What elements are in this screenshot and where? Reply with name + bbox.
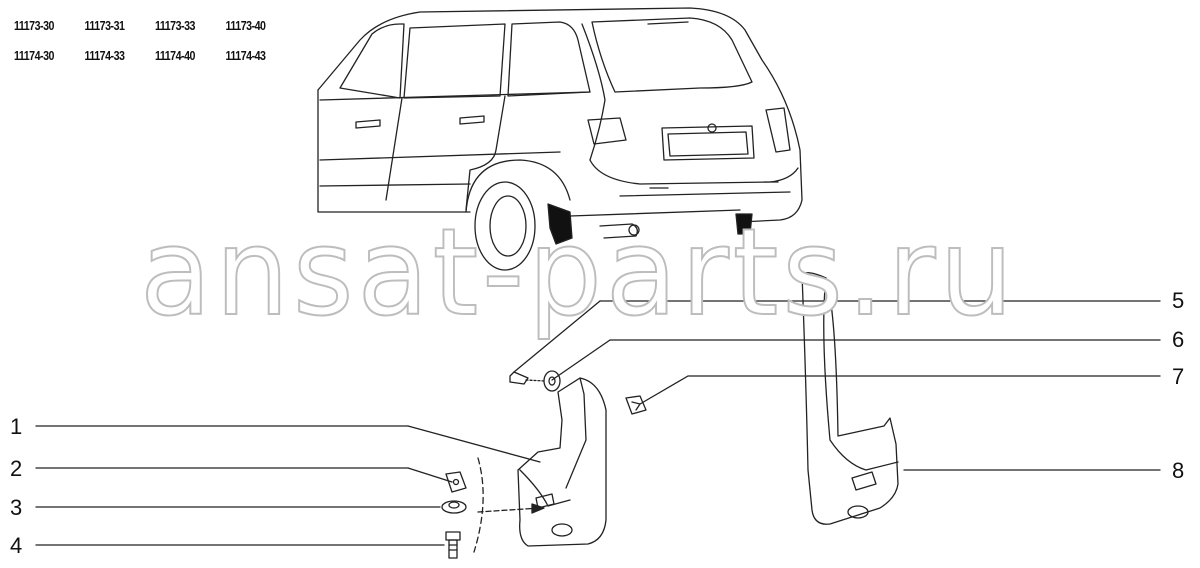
model-number-list: 11173-30 11173-31 11173-33 11173-40 1117… [14,18,296,66]
arrow-head [531,503,545,514]
callout-8: 8 [1172,458,1185,483]
part-clip-nut [625,395,647,415]
model-number: 11174-43 [225,48,266,63]
model-number: 11173-30 [14,18,54,33]
callout-6: 6 [1172,327,1185,352]
leader-lines [35,300,1161,546]
part-mudflap-left [517,377,607,547]
callout-5: 5 [1172,288,1185,313]
part-screw [509,371,546,385]
model-number: 11174-33 [84,48,125,63]
callout-4: 4 [10,533,23,558]
callout-2: 2 [10,456,23,481]
assembly-arrow [477,507,541,513]
part-bolt [445,531,461,559]
part-clip [445,471,467,493]
watermark: ansat-parts.ru [139,204,1018,343]
callout-3: 3 [10,495,23,520]
part-washer [543,370,561,392]
car-rear-view-illustration [317,7,803,271]
assembly-bracket [473,457,484,553]
callout-7: 7 [1172,364,1185,389]
part-washer-small [441,500,467,514]
model-number: 11173-40 [225,18,266,33]
model-number: 11174-40 [155,48,195,63]
callout-1: 1 [10,414,23,439]
model-number: 11174-30 [14,48,54,63]
model-number: 11173-33 [155,18,195,33]
part-mudflap-right [801,272,899,525]
model-number: 11173-31 [84,18,125,33]
